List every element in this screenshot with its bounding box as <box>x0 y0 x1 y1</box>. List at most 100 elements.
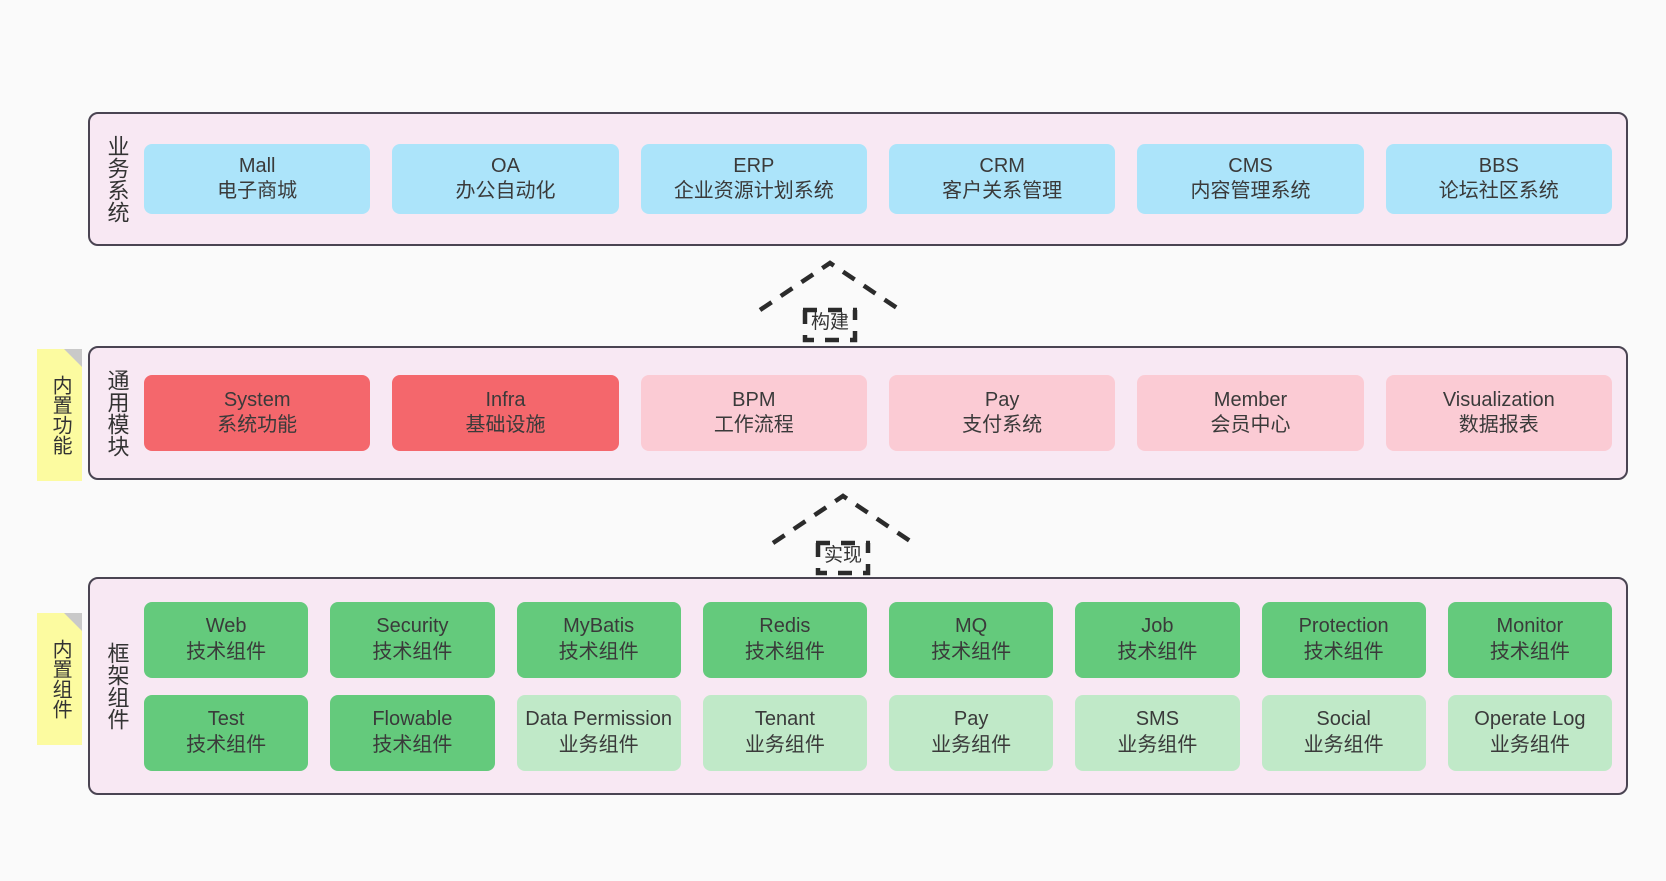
node-tenant[interactable]: Tenant 业务组件 <box>702 694 867 771</box>
node-title: Tenant <box>754 708 815 731</box>
node-title: Security <box>376 615 449 638</box>
node-subtitle: 电子商城 <box>217 180 298 202</box>
node-subtitle: 业务组件 <box>1303 733 1384 756</box>
node-title: OA <box>491 154 520 177</box>
node-subtitle: 技术组件 <box>372 640 453 663</box>
node-title: CRM <box>979 154 1025 177</box>
note-built-in-features: 内置功能 <box>37 349 82 481</box>
node-sms[interactable]: SMS 业务组件 <box>1075 694 1240 771</box>
layer-row: System 系统功能 Infra 基础设施 BPM 工作流程 Pay 支付系统… <box>144 375 1612 451</box>
node-mq[interactable]: MQ 技术组件 <box>889 601 1054 678</box>
node-title: BBS <box>1478 154 1519 177</box>
node-subtitle: 技术组件 <box>1303 640 1384 663</box>
node-subtitle: 技术组件 <box>1489 640 1570 663</box>
node-crm[interactable]: CRM 客户关系管理 <box>888 144 1116 214</box>
node-subtitle: 业务组件 <box>558 733 639 756</box>
node-visualization[interactable]: Visualization 数据报表 <box>1385 375 1612 451</box>
node-title: BPM <box>732 388 776 411</box>
node-subtitle: 基础设施 <box>465 414 546 436</box>
node-title: MQ <box>955 615 988 638</box>
node-cms[interactable]: CMS 内容管理系统 <box>1137 144 1364 214</box>
node-subtitle: 技术组件 <box>186 733 267 756</box>
node-subtitle: 客户关系管理 <box>942 180 1063 202</box>
node-title: Data Permission <box>525 708 672 731</box>
node-test[interactable]: Test 技术组件 <box>144 694 309 771</box>
node-subtitle: 技术组件 <box>186 640 267 663</box>
node-security[interactable]: Security 技术组件 <box>330 601 495 678</box>
node-title: SMS <box>1135 708 1180 731</box>
node-job[interactable]: Job 技术组件 <box>1075 601 1240 678</box>
node-subtitle: 支付系统 <box>962 414 1043 436</box>
note-built-in-components: 内置组件 <box>37 613 82 745</box>
node-title: Test <box>207 708 245 731</box>
layer-framework-components: 框架组件 Web 技术组件 Security 技术组件 MyBatis 技术组件… <box>88 577 1628 795</box>
node-pay-component[interactable]: Pay 业务组件 <box>889 694 1054 771</box>
node-title: Social <box>1316 708 1371 731</box>
layer-business-systems: 业务系统 Mall 电子商城 OA 办公自动化 ERP 企业资源计划系统 CRM… <box>88 112 1628 246</box>
node-title: Operate Log <box>1474 708 1586 731</box>
build-arrow: 构建 <box>757 258 903 343</box>
node-title: Pay <box>984 388 1020 411</box>
node-title: Mall <box>238 154 276 177</box>
node-flowable[interactable]: Flowable 技术组件 <box>330 694 495 771</box>
layer-title-frame: 框架组件 <box>104 642 130 730</box>
node-subtitle: 技术组件 <box>744 640 825 663</box>
node-title: Protection <box>1298 615 1389 638</box>
node-subtitle: 会员中心 <box>1210 414 1291 436</box>
node-title: Redis <box>759 615 811 638</box>
node-bpm[interactable]: BPM 工作流程 <box>640 375 867 451</box>
node-system[interactable]: System 系统功能 <box>144 375 371 451</box>
layer-title-business: 业务系统 <box>104 135 130 223</box>
node-erp[interactable]: ERP 企业资源计划系统 <box>640 144 867 214</box>
node-pay-module[interactable]: Pay 支付系统 <box>888 375 1116 451</box>
node-subtitle: 业务组件 <box>931 733 1012 756</box>
layer-body-business: Mall 电子商城 OA 办公自动化 ERP 企业资源计划系统 CRM 客户关系… <box>134 124 1612 234</box>
node-monitor[interactable]: Monitor 技术组件 <box>1447 601 1612 678</box>
node-oa[interactable]: OA 办公自动化 <box>392 144 619 214</box>
node-title: Pay <box>953 708 989 731</box>
node-mybatis[interactable]: MyBatis 技术组件 <box>516 601 681 678</box>
node-subtitle: 系统功能 <box>217 414 298 436</box>
node-bbs[interactable]: BBS 论坛社区系统 <box>1385 144 1612 214</box>
node-subtitle: 内容管理系统 <box>1190 180 1311 202</box>
node-social[interactable]: Social 业务组件 <box>1261 694 1426 771</box>
note-label: 内置组件 <box>49 639 72 719</box>
implement-arrow: 实现 <box>770 491 916 576</box>
node-infra[interactable]: Infra 基础设施 <box>392 375 619 451</box>
node-subtitle: 业务组件 <box>744 733 825 756</box>
node-subtitle: 业务组件 <box>1117 733 1198 756</box>
node-subtitle: 论坛社区系统 <box>1438 180 1559 202</box>
node-member[interactable]: Member 会员中心 <box>1137 375 1364 451</box>
layer-row: Mall 电子商城 OA 办公自动化 ERP 企业资源计划系统 CRM 客户关系… <box>144 144 1612 214</box>
node-title: Web <box>205 615 247 638</box>
layer-common-modules: 通用模块 System 系统功能 Infra 基础设施 BPM 工作流程 Pay… <box>88 346 1628 480</box>
layer-body-frame: Web 技术组件 Security 技术组件 MyBatis 技术组件 Redi… <box>134 589 1612 783</box>
node-title: Job <box>1141 615 1174 638</box>
node-web[interactable]: Web 技术组件 <box>144 601 309 678</box>
node-title: Infra <box>485 388 526 411</box>
node-title: Flowable <box>372 708 453 731</box>
node-subtitle: 企业资源计划系统 <box>673 180 834 202</box>
node-subtitle: 技术组件 <box>931 640 1012 663</box>
layer-row: Test 技术组件 Flowable 技术组件 Data Permission … <box>144 694 1612 771</box>
node-redis[interactable]: Redis 技术组件 <box>702 601 867 678</box>
node-subtitle: 工作流程 <box>713 414 794 436</box>
node-data-permission[interactable]: Data Permission 业务组件 <box>516 694 681 771</box>
layer-body-common: System 系统功能 Infra 基础设施 BPM 工作流程 Pay 支付系统… <box>134 358 1612 468</box>
node-mall[interactable]: Mall 电子商城 <box>144 144 371 214</box>
node-subtitle: 技术组件 <box>372 733 453 756</box>
node-title: MyBatis <box>563 615 635 638</box>
layer-row: Web 技术组件 Security 技术组件 MyBatis 技术组件 Redi… <box>144 601 1612 678</box>
layer-title-common: 通用模块 <box>104 369 130 457</box>
node-subtitle: 数据报表 <box>1458 414 1539 436</box>
node-subtitle: 业务组件 <box>1489 733 1570 756</box>
note-label: 内置功能 <box>49 375 72 455</box>
node-title: Visualization <box>1442 388 1555 411</box>
node-subtitle: 办公自动化 <box>455 180 556 202</box>
node-protection[interactable]: Protection 技术组件 <box>1261 601 1426 678</box>
node-subtitle: 技术组件 <box>558 640 639 663</box>
node-title: CMS <box>1228 154 1273 177</box>
node-operate-log[interactable]: Operate Log 业务组件 <box>1447 694 1612 771</box>
node-subtitle: 技术组件 <box>1117 640 1198 663</box>
